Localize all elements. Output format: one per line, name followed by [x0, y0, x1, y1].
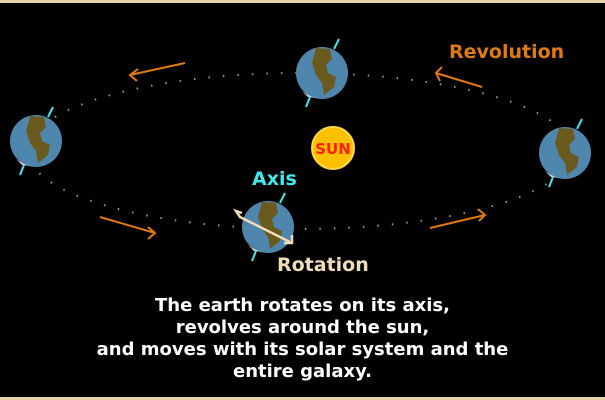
caption: The earth rotates on its axis, revolves …: [0, 295, 605, 383]
revolution-label: Revolution: [449, 41, 565, 63]
earth-bottom: [241, 192, 295, 262]
earth-right: [538, 118, 592, 188]
sun-label: SUN: [315, 140, 351, 158]
earth-left: [9, 106, 63, 176]
rotation-label: Rotation: [277, 254, 369, 276]
caption-line: revolves around the sun,: [175, 317, 430, 338]
diagram-canvas: SUN: [9, 38, 592, 262]
caption-line: The earth rotates on its axis,: [155, 295, 450, 316]
rotation-arrow: [232, 208, 294, 245]
caption-line: entire galaxy.: [232, 361, 373, 382]
orbit-path: [27, 72, 573, 230]
revolution-arrow: [99, 62, 487, 240]
sun-icon: [311, 126, 355, 170]
earth-top: [295, 38, 349, 108]
axis-label: Axis: [252, 168, 297, 190]
caption-line: and moves with its solar system and the: [96, 339, 509, 360]
